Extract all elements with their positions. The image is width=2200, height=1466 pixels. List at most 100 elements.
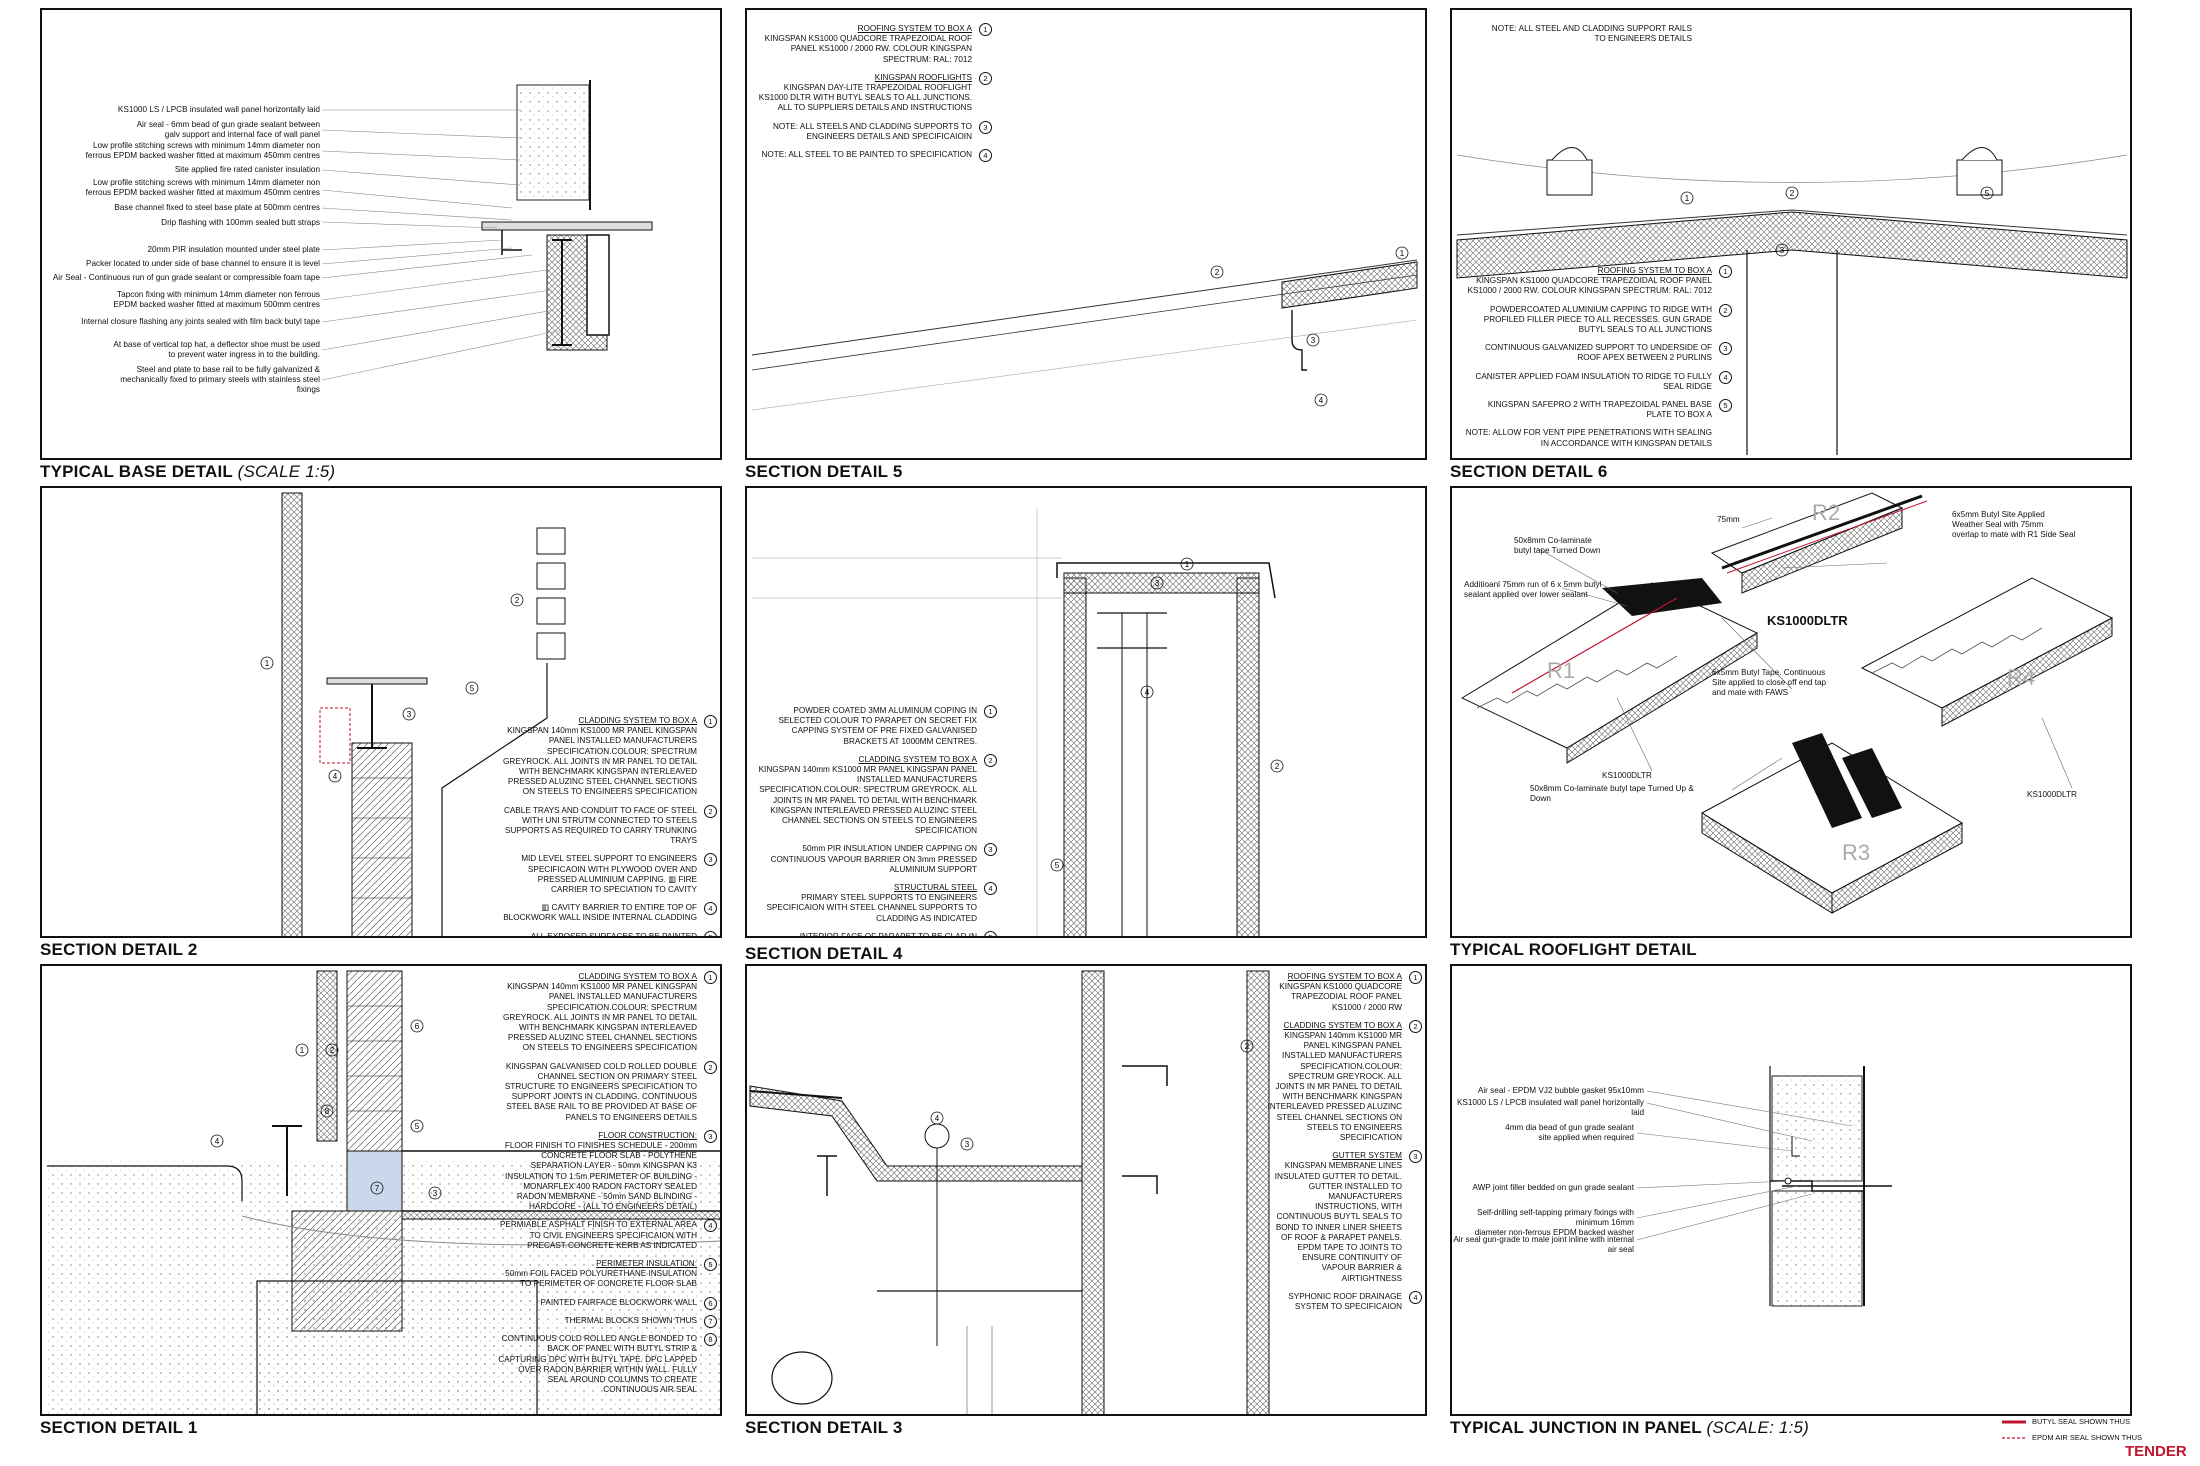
note-heading: CLADDING SYSTEM TO BOX A xyxy=(578,972,697,981)
note-item: CONTINUOUS GALVANIZED SUPPORT TO UNDERSI… xyxy=(1462,342,1732,363)
svg-text:8: 8 xyxy=(325,1107,330,1116)
note-text: POWDER COATED 3MM ALUMINUM COPING IN SEL… xyxy=(778,706,977,746)
note-text: KINGSPAN KS1000 QUADCORE TRAPEZOIDAL ROO… xyxy=(1467,276,1712,296)
note-item: CONTINUOUS COLD ROLLED ANGLE BONDED TO B… xyxy=(497,1333,717,1395)
svg-text:3: 3 xyxy=(1780,246,1785,255)
note-item: CANISTER APPLIED FOAM INSULATION TO RIDG… xyxy=(1462,370,1732,392)
svg-text:7: 7 xyxy=(375,1184,380,1193)
note-text: KINGSPAN MEMBRANE LINES INSULATED GUTTER… xyxy=(1274,1161,1402,1283)
note-item: PERMIABLE ASPHALT FINISH TO EXTERNAL ARE… xyxy=(497,1219,717,1251)
callout-label: Self-drilling self-tapping primary fixin… xyxy=(1474,1208,1634,1237)
svg-text:1: 1 xyxy=(300,1046,305,1055)
panel-section-4: 1 3 4 2 5 POWDER COATED 3MM ALUMINUM COP… xyxy=(745,486,1427,938)
note-item: MID LEVEL STEEL SUPPORT TO ENGINEERS SPE… xyxy=(502,853,717,895)
note-item: SYPHONIC ROOF DRAINAGE SYSTEM TO SPECIFI… xyxy=(1267,1290,1422,1312)
callout-label: KS1000DLTR xyxy=(2027,790,2077,799)
note-number: 5 xyxy=(984,930,997,936)
note-number: 4 xyxy=(704,1219,717,1233)
note-heading: CLADDING SYSTEM TO BOX A xyxy=(1283,1020,1402,1030)
note-item: 50mm PIR INSULATION UNDER CAPPING ON CON… xyxy=(757,843,997,875)
svg-text:1: 1 xyxy=(1185,560,1190,569)
callout-label: Internal closure flashing any joints sea… xyxy=(81,317,320,326)
callout-label: KS1000DLTR xyxy=(1602,771,1652,780)
note-text: NOTE: ALL STEELS AND CLADDING SUPPORTS T… xyxy=(773,121,972,141)
note-item: NOTE: ALLOW FOR VENT PIPE PENETRATIONS W… xyxy=(1462,428,1732,448)
callout-label: 50x8mm Co-laminate butyl tape Turned Dow… xyxy=(1514,536,1601,555)
svg-text:2: 2 xyxy=(1215,268,1220,277)
callout-label: 6x5mm Butyl Tape. Continuous Site applie… xyxy=(1712,668,1827,697)
note-number: 1 xyxy=(1409,971,1422,984)
callout-label: Base channel fixed to steel base plate a… xyxy=(114,203,320,212)
note-text: PRIMARY STEEL SUPPORTS TO ENGINEERS SPEC… xyxy=(766,893,978,923)
note-number: 3 xyxy=(979,120,992,134)
junction-drawing xyxy=(1636,1066,1892,1307)
title-rooflight-detail: TYPICAL ROOFLIGHT DETAIL xyxy=(1450,940,1697,959)
title-section-2: SECTION DETAIL 2 xyxy=(40,940,198,959)
note-heading: GUTTER SYSTEM xyxy=(1332,1151,1402,1161)
note-number: 4 xyxy=(979,149,992,163)
callout-label: Air seal - 6mm bead of gun grade sealant… xyxy=(136,120,320,139)
svg-text:3: 3 xyxy=(1155,579,1160,588)
note-number: 4 xyxy=(1719,370,1732,384)
svg-text:3: 3 xyxy=(433,1189,438,1198)
note-number: 3 xyxy=(1409,1150,1422,1164)
note-number: 3 xyxy=(704,853,717,867)
panel-base-detail: KS1000 LS / LPCB insulated wall panel ho… xyxy=(40,8,722,460)
panel-junction-detail: Air seal - EPDM VJ2 bubble gasket 95x10m… xyxy=(1450,964,2132,1416)
note-text: PERMIABLE ASPHALT FINISH TO EXTERNAL ARE… xyxy=(499,1220,697,1250)
title-junction-detail: TYPICAL JUNCTION IN PANEL (SCALE: 1:5) xyxy=(1450,1418,1810,1437)
callout-label: Air Seal - Continuous run of gun grade s… xyxy=(52,273,320,282)
note-item: ▥ CAVITY BARRIER TO ENTIRE TOP OF BLOCKW… xyxy=(502,902,717,923)
svg-text:1: 1 xyxy=(1400,249,1405,258)
callout-label: KS1000 LS / LPCB insulated wall panel ho… xyxy=(1456,1098,1644,1117)
note-text: SYPHONIC ROOF DRAINAGE SYSTEM TO SPECIFI… xyxy=(1288,1291,1402,1312)
note-number: 4 xyxy=(984,882,997,896)
note-number: 6 xyxy=(704,1296,717,1310)
note-number: 3 xyxy=(984,843,997,857)
svg-text:3: 3 xyxy=(407,710,412,719)
section-2-drawing: 1 2 3 4 5 xyxy=(260,492,566,936)
svg-text:2: 2 xyxy=(1790,189,1795,198)
note-number: 5 xyxy=(704,1258,717,1272)
note-text: KINGSPAN KS1000 QUADCORE TRAPEZOIDAL ROO… xyxy=(764,34,972,64)
note-text: ▥ CAVITY BARRIER TO ENTIRE TOP OF BLOCKW… xyxy=(503,903,697,923)
note-number: 2 xyxy=(979,71,992,85)
note-text: INTERIOR FACE OF PARAPET TO BE CLAD IN K… xyxy=(799,931,977,938)
callout-label: Low profile stitching screws with minimu… xyxy=(85,178,320,197)
callout-label: R2 xyxy=(1812,500,1841,525)
note-heading: FLOOR CONSTRUCTION: xyxy=(598,1130,697,1140)
title-section-6: SECTION DETAIL 6 xyxy=(1450,462,1608,481)
note-text: KINGSPAN 140mm KS1000 MR PANEL KINGSPAN … xyxy=(503,982,697,1053)
panel-section-1: 1 2 3 4 5 6 7 8 CLADDING SYSTEM TO BOX A… xyxy=(40,964,722,1416)
note-item: KINGSPAN SAFEPRO 2 WITH TRAPEZOIDAL PANE… xyxy=(1462,399,1732,420)
note-text: PAINTED FAIRFACE BLOCKWORK WALL xyxy=(540,1297,698,1307)
base-detail-drawing xyxy=(321,80,653,381)
section-1-drawing: 1 2 3 4 5 6 7 8 xyxy=(45,970,720,1414)
callout-label: Steel and plate to base rail to be fully… xyxy=(120,365,320,394)
note-heading: CLADDING SYSTEM TO BOX A xyxy=(858,754,977,764)
callout-label: KS1000 LS / LPCB insulated wall panel ho… xyxy=(117,105,320,114)
note-text: KINGSPAN 140mm KS1000 MR PANEL KINGSPAN … xyxy=(1267,1031,1402,1143)
note-text: THERMAL BLOCKS SHOWN THUS xyxy=(564,1315,697,1325)
note-heading: ROOFING SYSTEM TO BOX A xyxy=(1597,266,1712,275)
svg-text:4: 4 xyxy=(1319,396,1324,405)
note-heading: ROOFING SYSTEM TO BOX A xyxy=(857,24,972,33)
svg-text:4: 4 xyxy=(935,1114,940,1123)
svg-text:3: 3 xyxy=(1311,336,1316,345)
note-text: 50mm FOIL FACED POLYURETHANE INSULATION … xyxy=(505,1269,697,1289)
note-number: 4 xyxy=(1409,1290,1422,1304)
note-text: KINGSPAN 140mm KS1000 MR PANEL KINGSPAN … xyxy=(503,726,697,797)
note-text: KINGSPAN DAY-LITE TRAPEZOIDAL ROOFLIGHT … xyxy=(758,83,972,113)
note-number: 1 xyxy=(704,715,717,728)
note-number: 2 xyxy=(704,1060,717,1074)
